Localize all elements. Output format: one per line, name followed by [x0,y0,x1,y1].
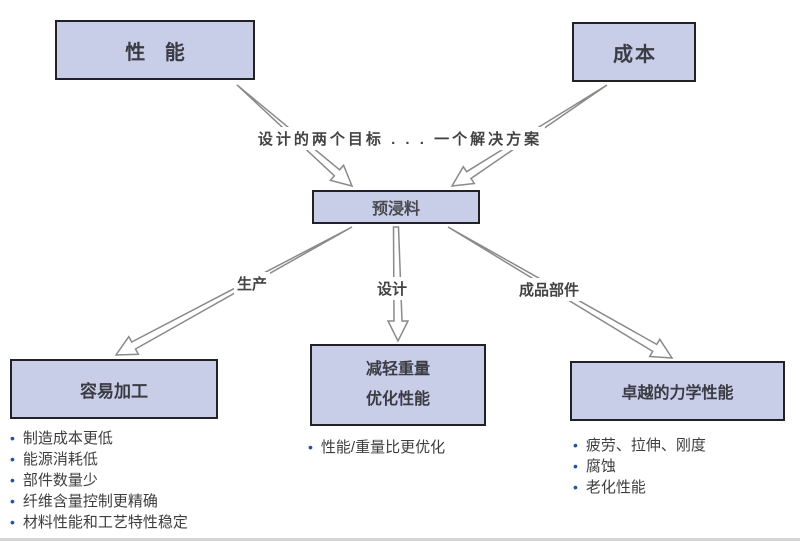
list-item: • 腐蚀 [573,456,706,477]
node-cost: 成本 [572,22,696,82]
node-prepreg-label: 预浸料 [371,201,420,218]
bullet-icon: • [10,514,15,530]
bullet-icon: • [308,439,313,455]
bullet-icon: • [10,430,15,446]
bullet-icon: • [573,458,578,474]
list-item: • 疲劳、拉伸、刚度 [573,435,706,456]
bullet-icon: • [573,479,578,495]
bullet-icon: • [10,472,15,488]
bullet-icon: • [10,493,15,509]
list-item-text: 制造成本更低 [22,430,113,447]
list-item: • 纤维含量控制更精确 [10,491,188,512]
node-performance-label: 性 能 [125,41,192,64]
node-mechanical-label: 卓越的力学性能 [621,385,734,402]
node-easy-processing-label: 容易加工 [80,381,148,401]
node-cost-label: 成本 [613,43,657,66]
list-item: • 制造成本更低 [10,428,188,449]
list-item-text: 老化性能 [585,479,646,496]
list-item: • 性能/重量比更优化 [308,437,445,458]
list-item-text: 材料性能和工艺特性稳定 [22,514,188,531]
list-item: • 能源消耗低 [10,449,188,470]
weight-bullet-list: • 性能/重量比更优化 [308,437,445,458]
bullet-icon: • [573,437,578,453]
two-goals-caption: 设计的两个目标 . . . 一个解决方案 [254,127,546,150]
node-easy-processing: 容易加工 [10,359,218,419]
branch-label-production: 生产 [233,272,271,295]
mechanical-bullet-list: • 疲劳、拉伸、刚度 • 腐蚀 • 老化性能 [573,435,706,498]
node-weight-optimize: 减轻重量 优化性能 [310,344,486,426]
node-weight-line2: 优化性能 [365,391,430,408]
page-bottom-edge [0,538,800,541]
list-item-text: 腐蚀 [585,458,616,475]
branch-label-finished-parts: 成品部件 [515,278,583,301]
list-item: • 部件数量少 [10,470,188,491]
bullet-icon: • [10,451,15,467]
node-mechanical-properties: 卓越的力学性能 [570,361,785,421]
list-item-text: 性能/重量比更优化 [320,439,446,456]
branch-label-design: 设计 [373,277,411,300]
list-item: • 材料性能和工艺特性稳定 [10,512,188,533]
list-item-text: 纤维含量控制更精确 [22,493,158,510]
list-item-text: 能源消耗低 [22,451,98,468]
node-weight-line1: 减轻重量 [365,361,430,379]
list-item-text: 部件数量少 [22,472,98,489]
list-item-text: 疲劳、拉伸、刚度 [585,437,706,454]
node-performance: 性 能 [55,20,255,80]
list-item: • 老化性能 [573,477,706,498]
node-prepreg: 预浸料 [312,190,480,224]
easy-processing-bullet-list: • 制造成本更低 • 能源消耗低 • 部件数量少 • 纤维含量控制更精确 • 材… [10,428,188,533]
